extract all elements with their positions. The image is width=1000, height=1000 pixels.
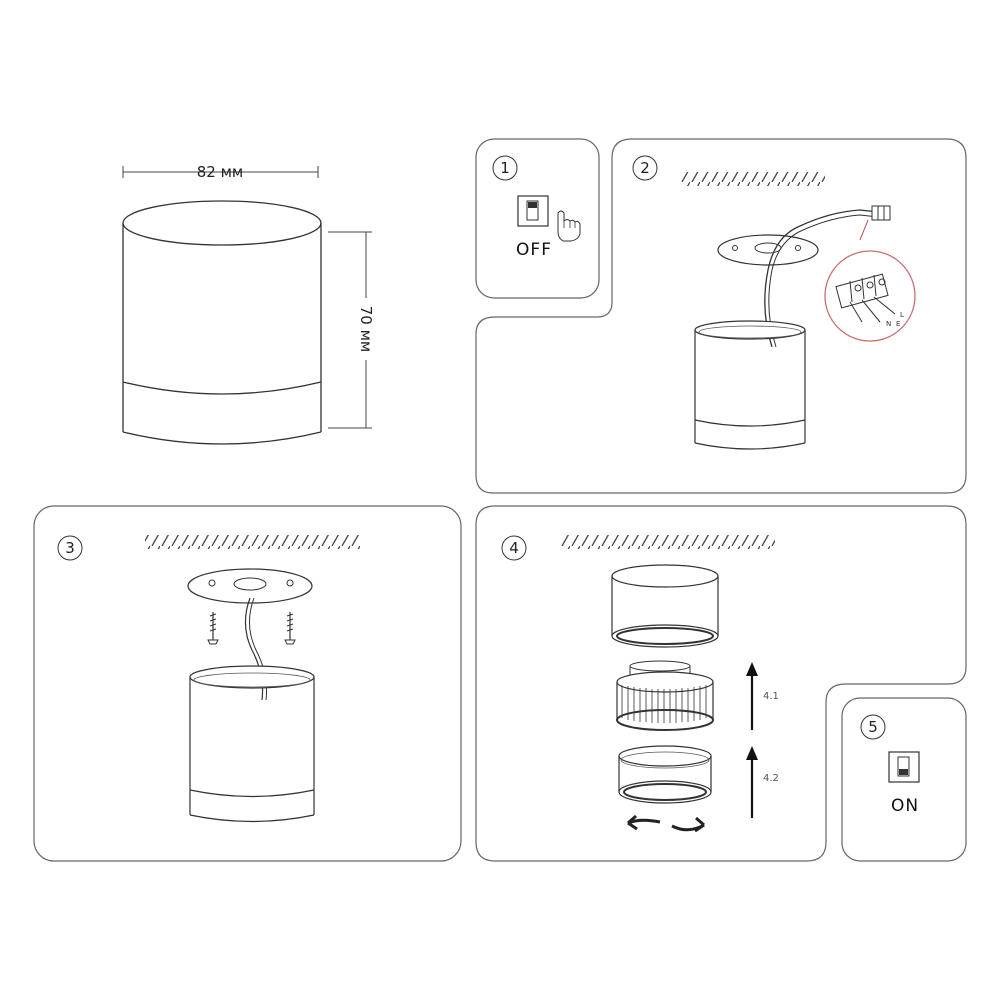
rotate-arrows-icon — [627, 814, 705, 833]
up-arrow-4-1 — [746, 662, 758, 730]
step-number: 5 — [868, 718, 878, 736]
lamp-cylinder — [122, 200, 322, 445]
step-4-panel: 4 — [475, 505, 967, 862]
ceiling-hatch — [680, 172, 825, 186]
lamp-housing — [611, 564, 719, 648]
switch-icon — [517, 195, 549, 227]
decorative-ring — [618, 745, 712, 804]
screw-icon-right — [284, 612, 296, 645]
step-number: 4 — [509, 539, 519, 557]
width-dimension-label: 82 мм — [197, 163, 244, 181]
height-dimension-label: 70 мм — [357, 306, 375, 353]
dimension-drawing: 82 мм 70 мм — [122, 163, 375, 445]
screw-icon-left — [207, 612, 219, 645]
wire-label-n: N — [886, 320, 891, 328]
step-3-panel: 3 — [33, 505, 462, 862]
switch-state-label: ON — [891, 796, 919, 816]
ceiling-hatch — [145, 535, 360, 549]
lamp-module — [616, 660, 714, 731]
step-number: 2 — [640, 159, 650, 177]
terminal-block-icon — [871, 205, 891, 221]
hand-pointer-icon — [557, 210, 581, 242]
step-2-panel: 2 L — [475, 138, 967, 494]
mounting-plate — [187, 568, 313, 604]
step-number: 3 — [65, 539, 75, 557]
switch-icon — [888, 751, 920, 783]
wiring-detail-callout: L N E — [824, 250, 916, 342]
step-5-panel: 5 ON — [841, 697, 967, 862]
substep-label-4-2: 4.2 — [763, 773, 779, 784]
wire-label-e: E — [896, 320, 900, 328]
lamp-cylinder — [694, 320, 806, 450]
lamp-cylinder — [189, 665, 315, 823]
substep-label-4-1: 4.1 — [763, 691, 779, 702]
switch-state-label: OFF — [516, 240, 552, 260]
mounting-plate — [717, 234, 819, 266]
up-arrow-4-2 — [746, 746, 758, 818]
step-1-panel: 1 OFF — [475, 138, 600, 299]
wire-label-l: L — [900, 311, 904, 319]
step-number: 1 — [500, 159, 510, 177]
ceiling-hatch — [560, 535, 775, 549]
